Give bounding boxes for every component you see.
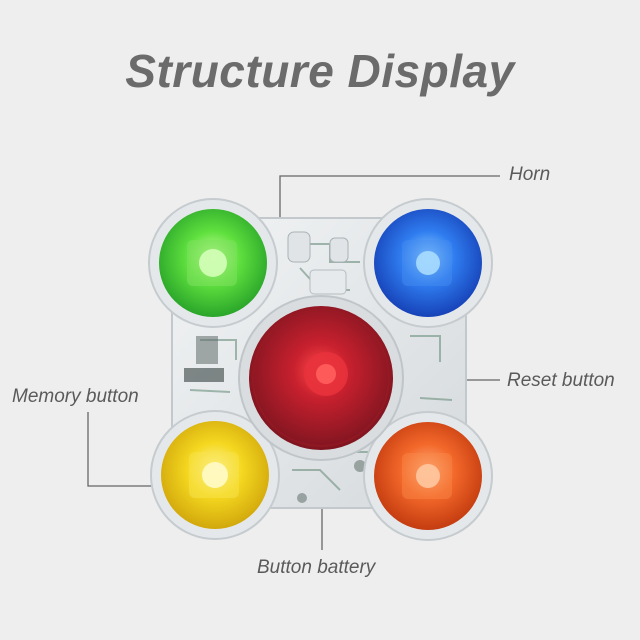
memory-leader <box>87 412 170 487</box>
circuit-traces <box>189 243 453 491</box>
orange-button <box>363 411 493 541</box>
green-button <box>148 198 278 328</box>
page-title: Structure Display <box>125 45 515 97</box>
reset-button-label: Reset button <box>507 370 615 391</box>
red-button <box>238 295 404 461</box>
memory-button-label: Memory button <box>12 386 139 407</box>
horn-label: Horn <box>509 164 551 185</box>
button-battery-label: Button battery <box>257 557 376 578</box>
horn-leader <box>279 175 500 232</box>
yellow-button <box>150 410 280 540</box>
blue-button <box>363 198 493 328</box>
